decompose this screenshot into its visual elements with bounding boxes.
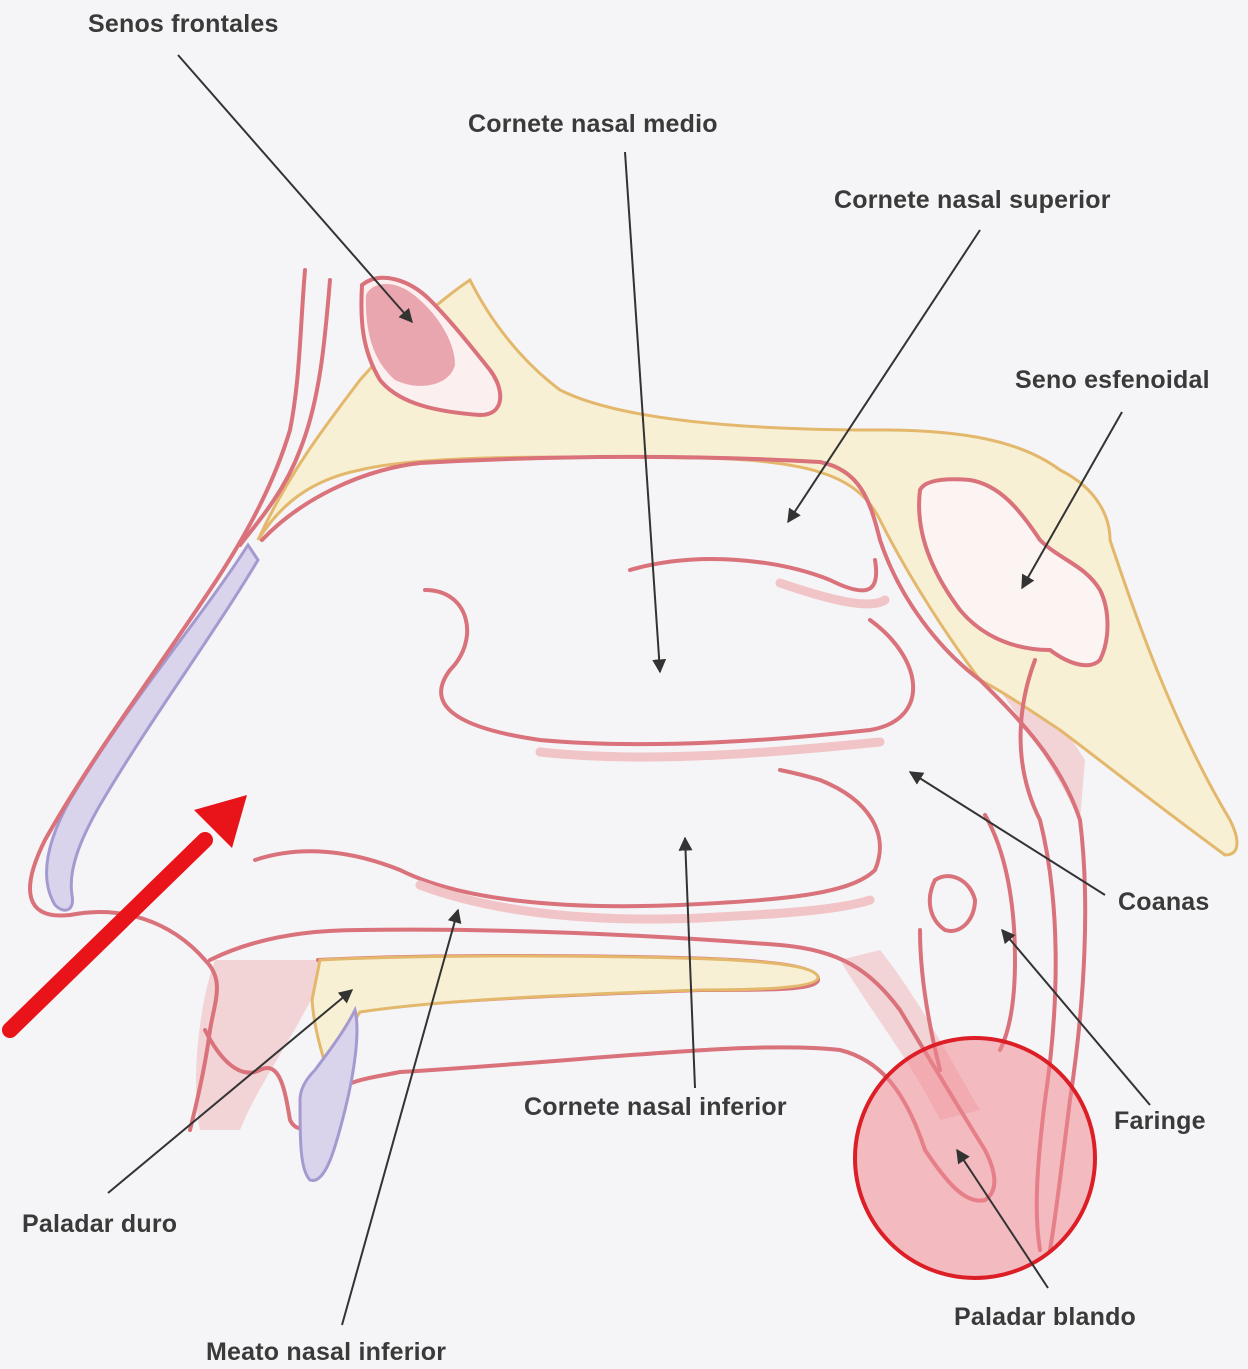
label-cornete-nasal-medio: Cornete nasal medio xyxy=(468,110,718,139)
label-cornete-nasal-superior: Cornete nasal superior xyxy=(834,186,1111,215)
leader-senos-frontales xyxy=(178,55,412,322)
nasal-cartilage xyxy=(47,545,258,910)
label-senos-frontales: Senos frontales xyxy=(88,10,279,39)
label-cornete-nasal-inferior: Cornete nasal inferior xyxy=(524,1093,787,1122)
label-coanas: Coanas xyxy=(1118,888,1210,917)
label-meato-nasal-inferior: Meato nasal inferior xyxy=(206,1338,446,1367)
label-faringe: Faringe xyxy=(1114,1107,1206,1136)
label-paladar-blando: Paladar blando xyxy=(954,1303,1136,1332)
hard-palate-bone xyxy=(312,956,818,1100)
soft-palate-highlight-circle xyxy=(855,1038,1095,1278)
turbinate-shading xyxy=(420,583,885,919)
label-seno-esfenoidal: Seno esfenoidal xyxy=(1015,366,1210,395)
label-paladar-duro: Paladar duro xyxy=(22,1210,177,1239)
